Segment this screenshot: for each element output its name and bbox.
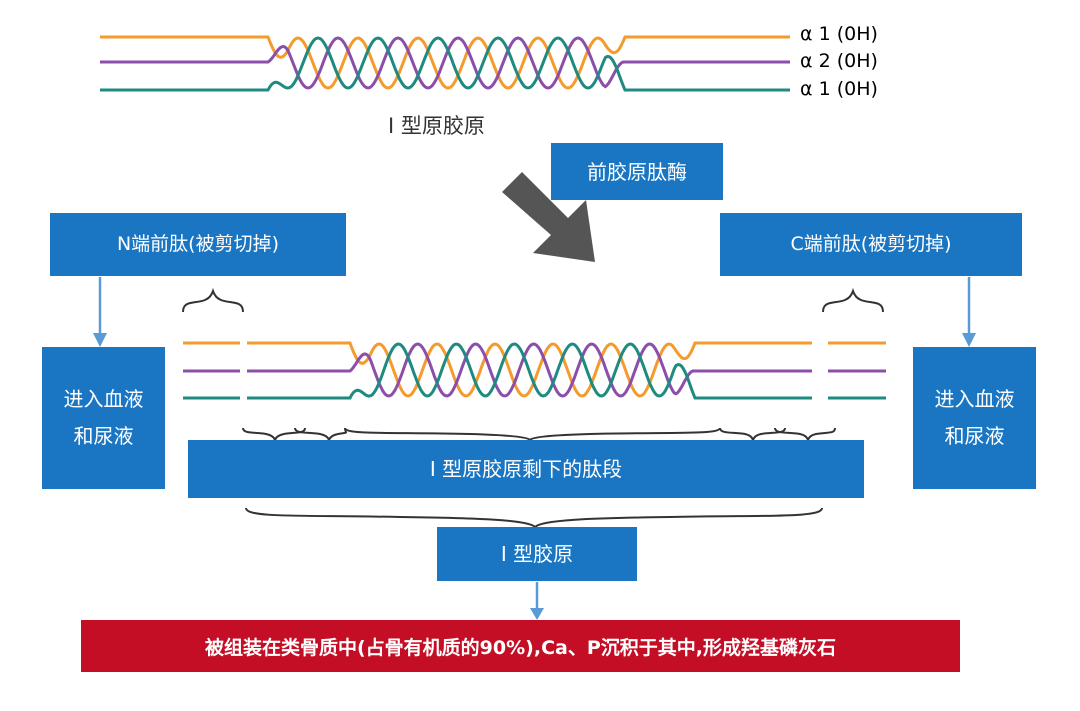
collagen-brace: [245, 507, 823, 529]
collagen-chain-1: [247, 341, 812, 398]
procollagen-chain-1: [100, 35, 790, 90]
segment-brace-2: [294, 427, 347, 444]
collagen-chain-2: [247, 342, 812, 398]
c-propeptide-brace: [822, 287, 884, 313]
chain-label-alpha2: α 2 (0H): [800, 50, 878, 72]
c-propeptide-box: C端前肽(被剪切掉): [720, 213, 1022, 276]
into-blood-left-box: 进入血液和尿液: [42, 347, 165, 489]
cleavage-arrow: [502, 172, 595, 262]
collagen-down-arrow: [530, 582, 544, 620]
remaining-peptides-box: I 型原胶原剩下的肽段: [188, 440, 864, 498]
enzyme-box: 前胶原肽酶: [551, 143, 723, 200]
procollagen-chain-3: [100, 36, 790, 92]
c-propeptide-fragment: [828, 341, 886, 400]
bottom-statement-box: 被组装在类骨质中(占骨有机质的90%),Ca、P沉积于其中,形成羟基磷灰石: [81, 620, 960, 672]
chain-label-alpha1-top: α 1 (0H): [800, 23, 878, 45]
c-propeptide-down-arrow: [962, 277, 976, 347]
into-blood-right-box: 进入血液和尿液: [913, 347, 1036, 489]
chain-label-alpha1-bottom: α 1 (0H): [800, 78, 878, 100]
collagen-chain-3: [247, 342, 812, 400]
procollagen-triple-helix: [100, 35, 790, 92]
n-propeptide-down-arrow: [93, 277, 107, 347]
n-propeptide-brace: [182, 287, 244, 313]
cleaved-triple-helix: [247, 341, 812, 400]
procollagen-chain-2: [100, 36, 790, 90]
procollagen-label: I 型原胶原: [388, 114, 485, 138]
collagen-box: I 型胶原: [437, 527, 637, 581]
segment-brace-3: [344, 427, 721, 442]
n-propeptide-box: N端前肽(被剪切掉): [50, 213, 346, 276]
n-propeptide-fragment: [183, 341, 240, 400]
